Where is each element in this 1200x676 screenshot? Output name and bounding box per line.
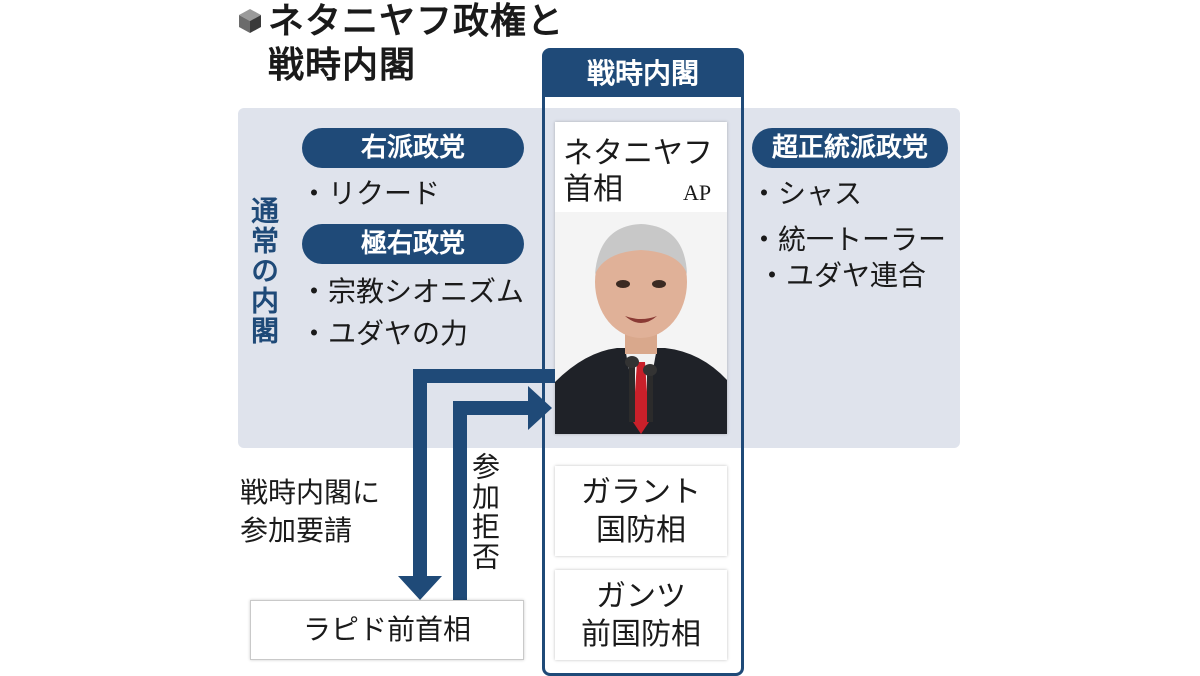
request-arrowhead	[398, 576, 442, 600]
member-name: ガンツ	[596, 579, 686, 614]
member-card-gantz: ガンツ 前国防相	[555, 570, 727, 660]
party-shas: ・シャス	[750, 177, 863, 210]
request-arrow	[413, 369, 555, 580]
member-card-gallant: ガラント 国防相	[555, 466, 727, 556]
diagram-title: ネタニヤフ政権と 戦時内閣	[268, 0, 564, 88]
party-likud: ・リクード	[300, 177, 441, 210]
lapid-box: ラピド前首相	[250, 600, 524, 660]
request-label: 戦時内閣に 参加要請	[240, 476, 381, 547]
member-role: 首相	[563, 172, 623, 207]
right-wing-header: 右派政党	[302, 128, 524, 168]
party-otzma-yehudit: ・ユダヤの力	[300, 317, 469, 350]
refusal-arrowhead	[528, 386, 552, 430]
party-religious-zionism: ・宗教シオニズム	[300, 275, 525, 308]
refusal-arrow	[453, 401, 530, 600]
normal-cabinet-label: 通常の内閣	[247, 196, 280, 346]
member-card-netanyahu: ネタニヤフ 首相 AP	[555, 122, 727, 434]
ultra-orthodox-header: 超正統派政党	[752, 128, 948, 168]
title-line-2: 戦時内閣	[268, 45, 417, 86]
photo-credit: AP	[683, 180, 712, 205]
cube-icon	[239, 9, 261, 33]
refusal-label: 参加拒否	[468, 452, 501, 572]
party-utj-line-2: ・ユダヤ連合	[758, 259, 927, 292]
title-line-1: ネタニヤフ政権と	[268, 1, 565, 42]
far-right-header: 極右政党	[302, 224, 524, 264]
party-utj-line-1: ・統一トーラー	[750, 223, 947, 256]
member-role: 国防相	[596, 513, 686, 548]
war-cabinet-header: 戦時内閣	[545, 51, 741, 97]
member-role: 前国防相	[581, 617, 701, 652]
member-name: ネタニヤフ	[563, 136, 713, 171]
portrait-photo	[555, 212, 727, 434]
member-name: ガラント	[581, 475, 701, 510]
